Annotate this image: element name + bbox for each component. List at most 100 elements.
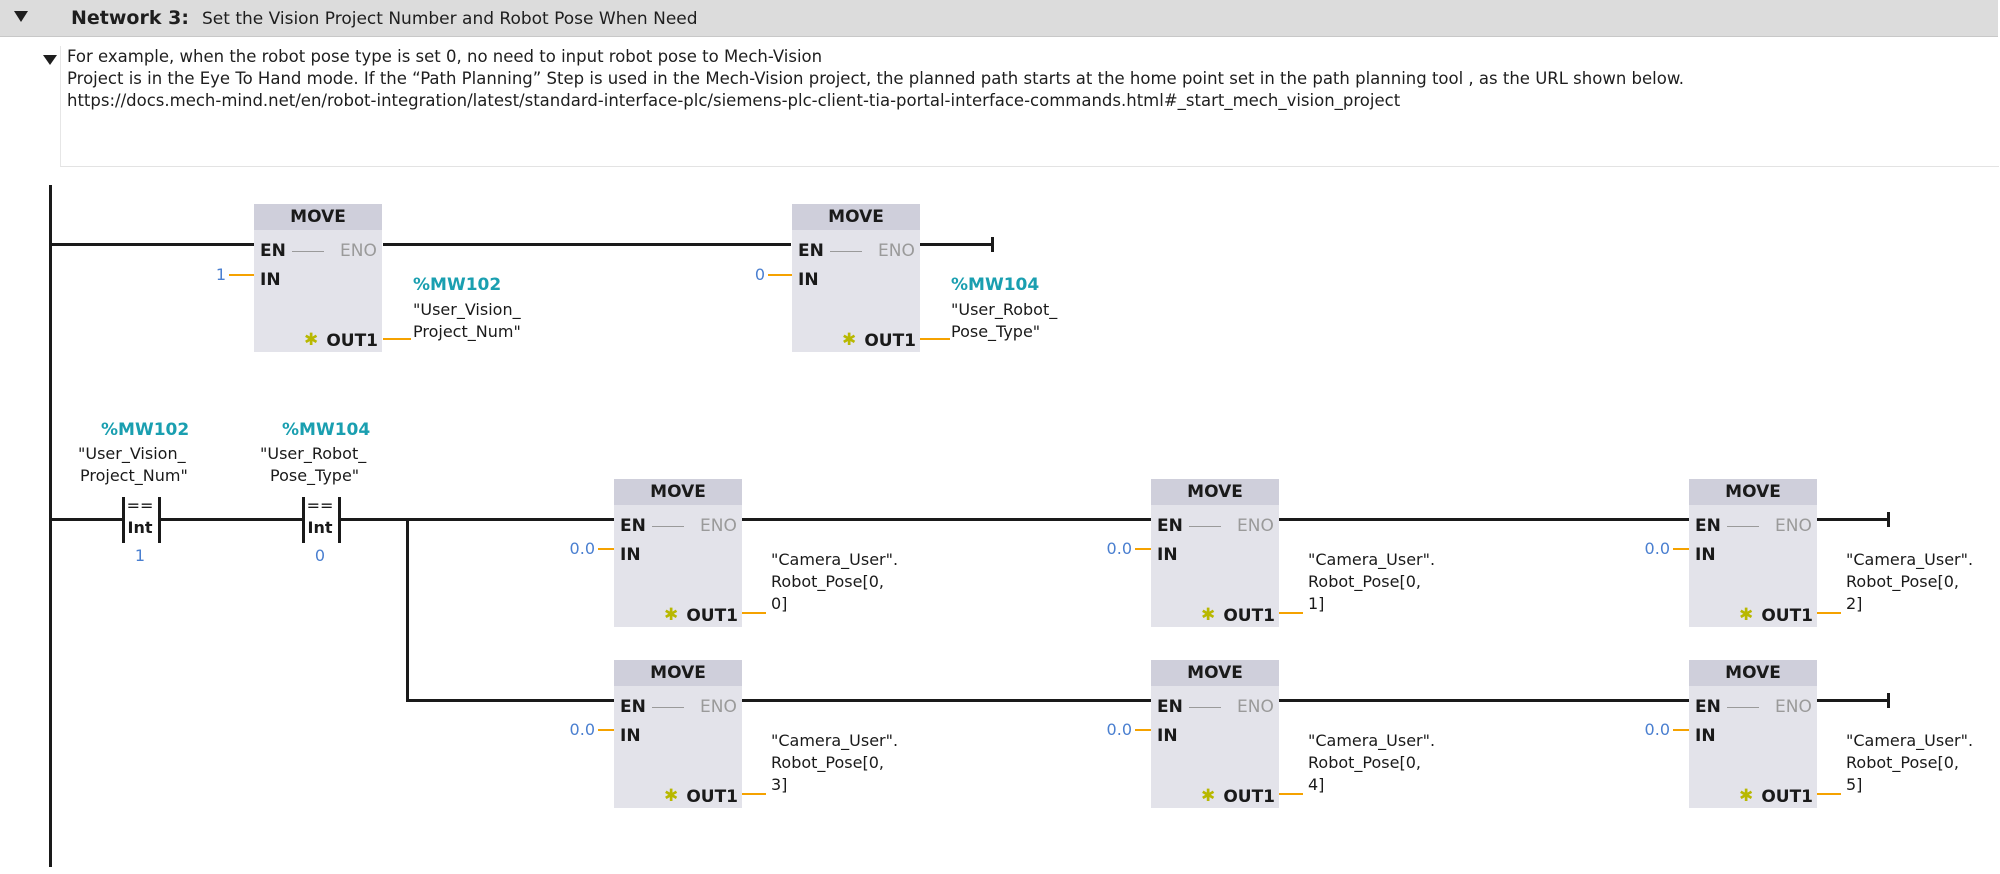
- output-star-icon: ✱: [1201, 786, 1216, 806]
- output-star-icon: ✱: [664, 786, 679, 806]
- operand-tag[interactable]: "Camera_User".: [771, 731, 899, 750]
- out-pin: OUT1: [326, 331, 378, 351]
- out-connector: [742, 612, 766, 614]
- out-pin: OUT1: [686, 787, 738, 807]
- operand-tag[interactable]: "Camera_User".: [1846, 550, 1974, 569]
- operand-tag[interactable]: Robot_Pose[0,: [771, 753, 884, 772]
- eno-pin: ENO: [1775, 697, 1812, 717]
- operand-address: %MW102: [413, 275, 502, 295]
- operand-tag[interactable]: Robot_Pose[0,: [1846, 572, 1959, 591]
- en-pin: EN: [1695, 516, 1721, 536]
- contact-tag[interactable]: Pose_Type": [270, 466, 360, 485]
- in-connector: [1673, 729, 1689, 731]
- contact-left-bar: [122, 497, 125, 543]
- move-title: MOVE: [1689, 660, 1817, 686]
- network-header[interactable]: Network 3: Set the Vision Project Number…: [0, 0, 1998, 37]
- rung-end: [991, 237, 994, 252]
- move-title: MOVE: [614, 660, 742, 686]
- in-connector: [598, 729, 614, 731]
- network-subtitle[interactable]: Set the Vision Project Number and Robot …: [202, 9, 698, 29]
- in-constant[interactable]: 0.0: [1644, 539, 1670, 558]
- contact-tag[interactable]: "User_Vision_: [78, 444, 186, 463]
- move-box[interactable]: MOVE EN ENO IN ✱ OUT1: [792, 204, 920, 352]
- in-connector: [1135, 729, 1151, 731]
- network-comment[interactable]: [60, 46, 1999, 167]
- operand-tag[interactable]: "User_Robot_: [951, 300, 1058, 319]
- operand-tag[interactable]: Robot_Pose[0,: [1846, 753, 1959, 772]
- out-connector: [1817, 793, 1841, 795]
- in-pin: IN: [1695, 545, 1716, 565]
- operand-tag[interactable]: "Camera_User".: [1308, 731, 1436, 750]
- comment-toggle-icon[interactable]: [43, 55, 57, 65]
- rung-wire: [1279, 699, 1689, 702]
- in-pin: IN: [1157, 726, 1178, 746]
- output-star-icon: ✱: [842, 330, 857, 350]
- in-connector: [598, 548, 614, 550]
- eno-pin: ENO: [1775, 516, 1812, 536]
- comment-line-2: Project is in the Eye To Hand mode. If t…: [67, 69, 1685, 88]
- compare-value[interactable]: 1: [134, 546, 146, 565]
- operand-tag[interactable]: 3]: [771, 775, 788, 794]
- rung-end: [1887, 693, 1890, 708]
- comment-line-3: https://docs.mech-mind.net/en/robot-inte…: [67, 91, 1401, 110]
- operand-tag[interactable]: 4]: [1308, 775, 1325, 794]
- in-constant[interactable]: 0.0: [1106, 720, 1132, 739]
- operand-tag[interactable]: 0]: [771, 594, 788, 613]
- en-pin: EN: [1157, 697, 1183, 717]
- compare-operator: ==: [306, 496, 334, 515]
- collapse-triangle-icon[interactable]: [14, 11, 28, 22]
- output-star-icon: ✱: [664, 605, 679, 625]
- rung-wire: [49, 243, 254, 246]
- operand-tag[interactable]: 5]: [1846, 775, 1863, 794]
- in-constant[interactable]: 0.0: [569, 539, 595, 558]
- in-constant[interactable]: 0: [754, 265, 765, 284]
- rung-wire: [1817, 699, 1889, 702]
- operand-tag[interactable]: "Camera_User".: [1846, 731, 1974, 750]
- operand-tag[interactable]: 1]: [1308, 594, 1325, 613]
- en-eno-link: [1189, 526, 1221, 527]
- operand-tag[interactable]: Robot_Pose[0,: [1308, 572, 1421, 591]
- compare-value[interactable]: 0: [314, 546, 326, 565]
- operand-tag[interactable]: Robot_Pose[0,: [1308, 753, 1421, 772]
- in-pin: IN: [620, 726, 641, 746]
- en-pin: EN: [260, 241, 286, 261]
- operand-tag[interactable]: 2]: [1846, 594, 1863, 613]
- move-box[interactable]: MOVE EN ENO IN ✱ OUT1: [254, 204, 382, 352]
- in-connector: [1673, 548, 1689, 550]
- eno-pin: ENO: [700, 516, 737, 536]
- rung-wire: [161, 518, 302, 521]
- operand-tag[interactable]: "Camera_User".: [771, 550, 899, 569]
- en-pin: EN: [1695, 697, 1721, 717]
- out-pin: OUT1: [1761, 606, 1813, 626]
- in-constant[interactable]: 1: [215, 265, 226, 284]
- in-constant[interactable]: 0.0: [569, 720, 595, 739]
- out-connector: [920, 338, 950, 340]
- contact-tag[interactable]: "User_Robot_: [260, 444, 367, 463]
- in-constant[interactable]: 0.0: [1106, 539, 1132, 558]
- out-pin: OUT1: [1761, 787, 1813, 807]
- in-pin: IN: [1695, 726, 1716, 746]
- rung-end: [1887, 512, 1890, 527]
- en-eno-link: [830, 251, 862, 252]
- rung-wire: [1279, 518, 1689, 521]
- operand-tag[interactable]: Pose_Type": [951, 322, 1041, 341]
- move-title: MOVE: [1689, 479, 1817, 505]
- operand-tag[interactable]: Project_Num": [413, 322, 521, 341]
- in-constant[interactable]: 0.0: [1644, 720, 1670, 739]
- in-connector: [229, 274, 254, 276]
- in-connector: [768, 274, 792, 276]
- operand-tag[interactable]: Robot_Pose[0,: [771, 572, 884, 591]
- in-pin: IN: [260, 270, 281, 290]
- operand-tag[interactable]: "Camera_User".: [1308, 550, 1436, 569]
- eno-pin: ENO: [1237, 697, 1274, 717]
- contact-tag[interactable]: Project_Num": [80, 466, 188, 485]
- rung-wire: [49, 518, 122, 521]
- rung-wire: [741, 699, 1151, 702]
- operand-tag[interactable]: "User_Vision_: [413, 300, 521, 319]
